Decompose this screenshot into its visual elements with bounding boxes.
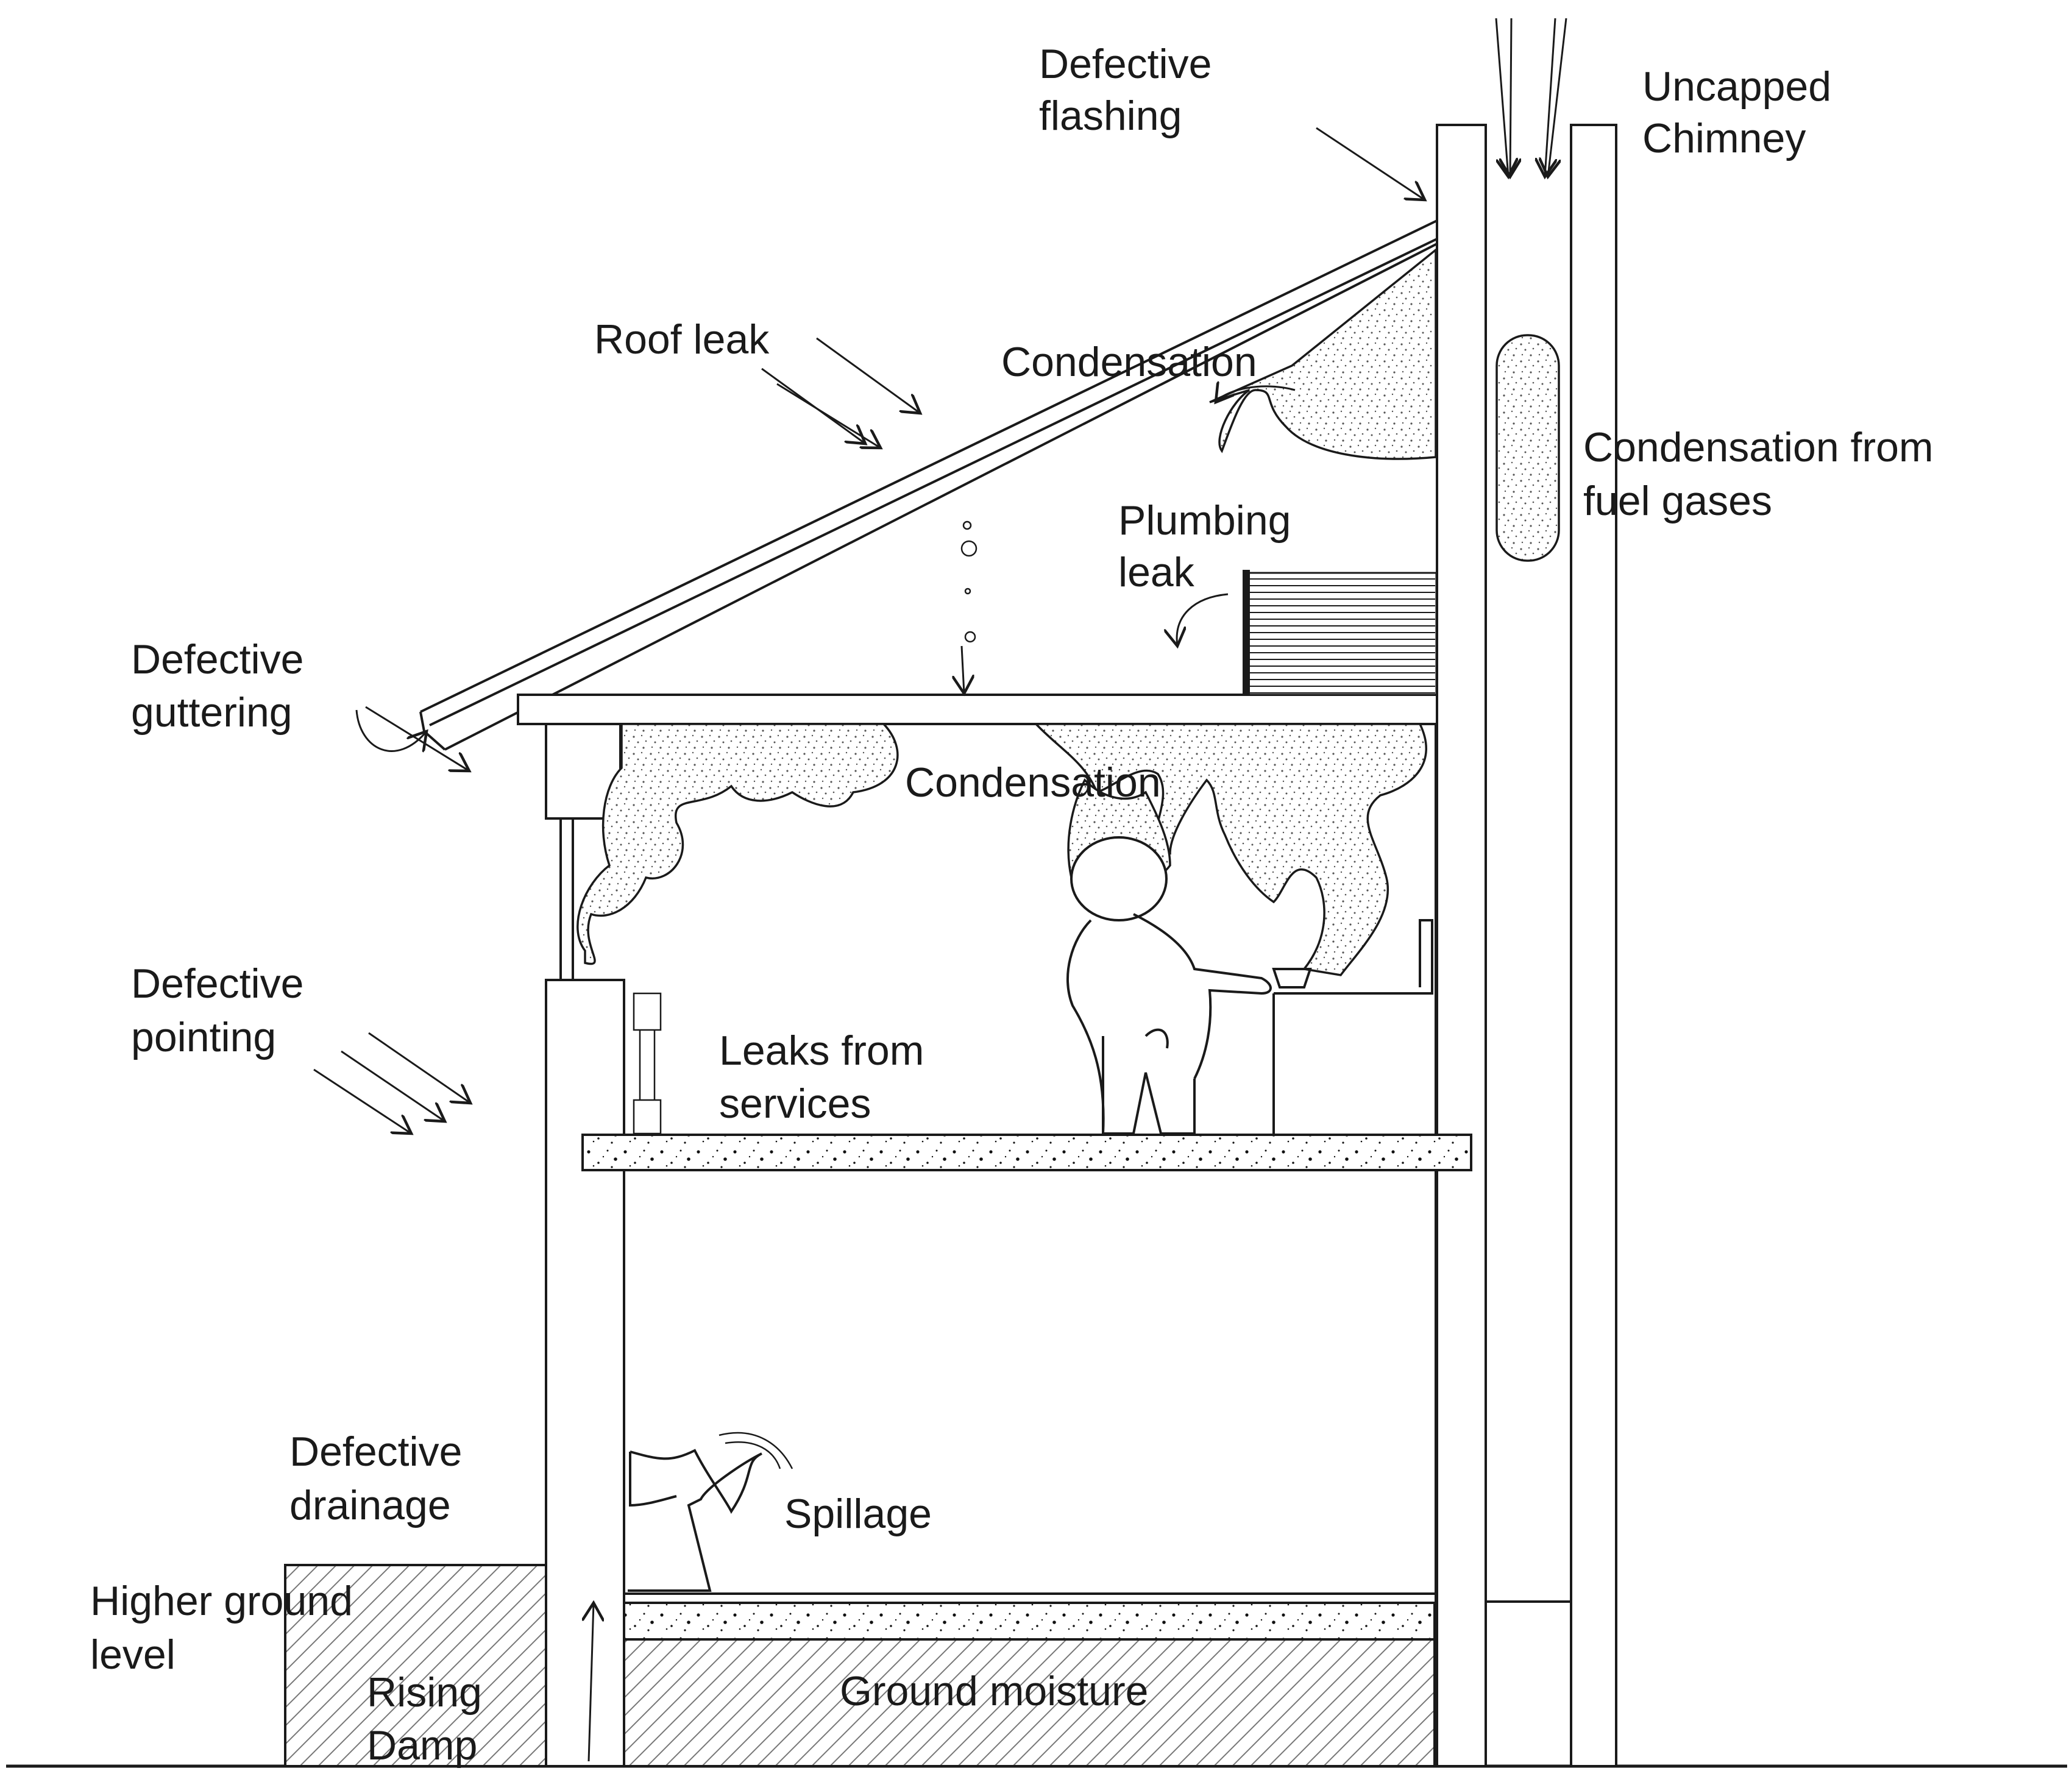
pointing-arrow-3 bbox=[368, 1032, 470, 1103]
ground-floor-slab bbox=[623, 1602, 1436, 1641]
flashing-arrow bbox=[1316, 127, 1425, 200]
label-defective-guttering: Defective guttering bbox=[131, 636, 315, 736]
first-floor-slab bbox=[581, 1134, 1472, 1171]
chimney-rain-arrow-2 bbox=[1510, 18, 1511, 177]
ground-moisture-fill bbox=[623, 1638, 1436, 1767]
water-tank bbox=[1243, 570, 1438, 696]
cooker bbox=[1272, 919, 1433, 1134]
roof-condensation-cloud bbox=[1209, 247, 1437, 460]
roof-leak-arrow-3 bbox=[776, 383, 881, 448]
label-condensation-ceiling: Condensation bbox=[905, 759, 1161, 806]
guttering-arrow bbox=[355, 709, 427, 751]
chimney-rain-arrow-3 bbox=[1545, 18, 1555, 177]
chimney-condensation bbox=[1495, 334, 1560, 562]
ceiling-condensation-right bbox=[1033, 723, 1427, 976]
guttering-arrow-2 bbox=[365, 706, 469, 771]
pointing-arrow-1 bbox=[313, 1068, 411, 1134]
roof bbox=[419, 219, 1438, 751]
label-condensation-roof: Condensation bbox=[1001, 339, 1257, 385]
rising-damp-arrow bbox=[589, 1603, 594, 1762]
chimney-rain-arrow-1 bbox=[1495, 18, 1508, 177]
label-higher-ground-level: Higher ground level bbox=[90, 1578, 364, 1678]
chimney-left-wall bbox=[1436, 124, 1487, 1767]
label-ground-moisture: Ground moisture bbox=[840, 1668, 1148, 1714]
label-defective-pointing: Defective pointing bbox=[131, 960, 315, 1060]
tank-stripes bbox=[1249, 578, 1435, 694]
label-leaks-from-services: Leaks from services bbox=[719, 1028, 935, 1127]
label-defective-flashing: Defective flashing bbox=[1039, 41, 1223, 139]
ceiling-condensation-left bbox=[577, 723, 899, 965]
label-condensation-fuel: Condensation from fuel gases bbox=[1583, 424, 1945, 524]
person-figure bbox=[1066, 836, 1272, 1135]
pointing-arrow-2 bbox=[341, 1050, 445, 1121]
roof-condensation-arrow bbox=[1216, 386, 1296, 402]
chimney-rain-arrow-4 bbox=[1548, 18, 1567, 177]
label-defective-drainage: Defective drainage bbox=[289, 1429, 474, 1528]
external-wall-lower bbox=[545, 979, 625, 1767]
roof-leak-arrow-2 bbox=[816, 337, 920, 413]
chimney-right-wall bbox=[1570, 124, 1617, 1767]
label-spillage: Spillage bbox=[784, 1491, 932, 1537]
label-uncapped-chimney: Uncapped Chimney bbox=[1642, 63, 1843, 162]
plumbing-leak-arrow bbox=[1177, 593, 1229, 646]
drips bbox=[962, 520, 977, 694]
services-pipe bbox=[633, 992, 662, 1135]
label-rising-damp: Rising Damp bbox=[367, 1669, 494, 1769]
label-plumbing-leak: Plumbing leak bbox=[1118, 497, 1302, 595]
higher-ground-block bbox=[284, 1564, 550, 1767]
label-roof-leak: Roof leak bbox=[594, 316, 770, 363]
spillage-bucket bbox=[628, 1432, 793, 1592]
loft-floor bbox=[517, 694, 1438, 725]
